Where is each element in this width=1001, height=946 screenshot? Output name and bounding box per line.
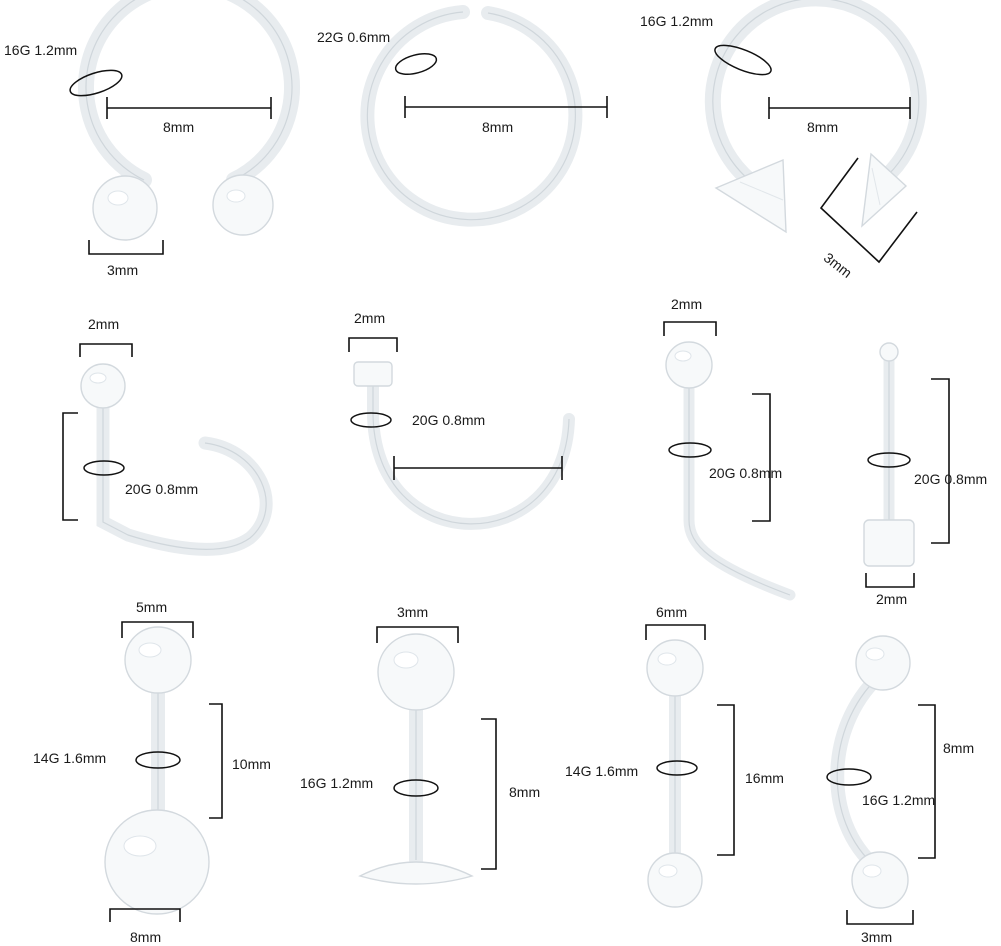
nose-hoop	[348, 337, 575, 530]
seamless-ring-diameter-label: 8mm	[482, 119, 514, 135]
barbell-length-label: 16mm	[745, 770, 784, 786]
spike-horseshoe-gauge-label: 16G 1.2mm	[640, 13, 714, 29]
curved-barbell-length-label: 8mm	[943, 740, 975, 756]
nose-hoop-top-label: 2mm	[354, 310, 386, 326]
belly-bar-bottom-ball-label: 8mm	[130, 929, 162, 945]
spike-horseshoe-ring	[704, 0, 927, 264]
belly-bar-length-label: 10mm	[232, 756, 271, 772]
barbell-gauge-label: 14G 1.6mm	[565, 763, 639, 779]
nose-hoop-gauge-label: 20G 0.8mm	[412, 412, 486, 428]
nose-bend	[663, 321, 796, 601]
nose-stud-base-label: 2mm	[876, 591, 908, 607]
belly-bar	[104, 621, 223, 922]
barbell-ball-label: 6mm	[656, 604, 688, 620]
nose-bend-gauge-label: 20G 0.8mm	[709, 465, 783, 481]
curved-barbell-gauge-label: 16G 1.2mm	[862, 792, 936, 808]
nose-stud-gauge-label: 20G 0.8mm	[914, 471, 988, 487]
nose-screw	[62, 343, 273, 556]
nose-bend-top-label: 2mm	[671, 296, 703, 312]
labret-length-label: 8mm	[509, 784, 541, 800]
nose-stud	[863, 342, 950, 588]
horseshoe-gauge-label: 16G 1.2mm	[4, 42, 78, 58]
labret-gauge-label: 16G 1.2mm	[300, 775, 374, 791]
seamless-ring-gauge-label: 22G 0.6mm	[317, 29, 391, 45]
labret	[358, 626, 497, 885]
seamless-ring	[360, 5, 608, 227]
belly-bar-top-ball-label: 5mm	[136, 599, 168, 615]
curved-barbell	[826, 635, 936, 925]
horseshoe-ball-label: 3mm	[107, 262, 139, 278]
horseshoe-diameter-label: 8mm	[163, 119, 195, 135]
spike-horseshoe-diameter-label: 8mm	[807, 119, 839, 135]
nose-screw-gauge-label: 20G 0.8mm	[125, 481, 199, 497]
belly-bar-gauge-label: 14G 1.6mm	[33, 750, 107, 766]
curved-barbell-ball-label: 3mm	[861, 929, 893, 945]
nose-screw-top-label: 2mm	[88, 316, 120, 332]
labret-ball-label: 3mm	[397, 604, 429, 620]
straight-barbell	[645, 624, 735, 908]
horseshoe-ring	[69, 0, 300, 255]
